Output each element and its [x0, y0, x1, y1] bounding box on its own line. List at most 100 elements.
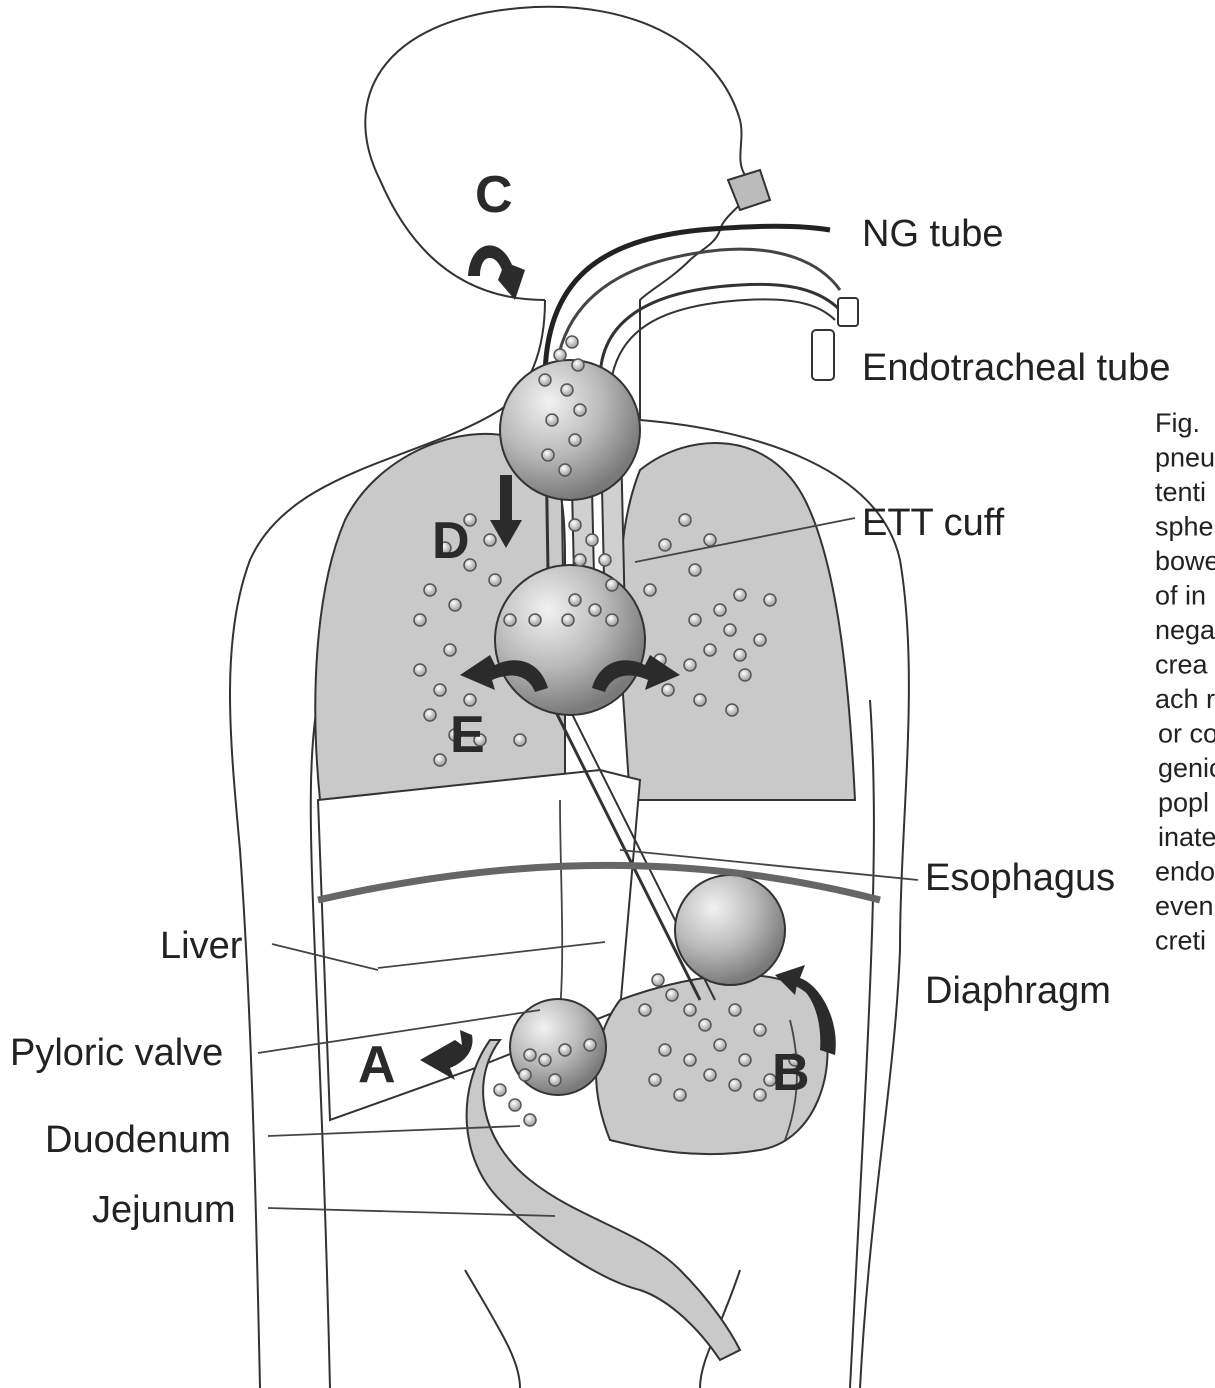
label-ett-cuff: ETT cuff	[862, 502, 1005, 544]
air-bubble	[729, 1079, 741, 1091]
letter-c: C	[475, 166, 513, 224]
air-bubble	[666, 989, 678, 1001]
air-bubble	[586, 534, 598, 546]
air-bubble	[679, 514, 691, 526]
air-bubble	[434, 684, 446, 696]
air-bubble	[739, 1054, 751, 1066]
air-bubble	[724, 624, 736, 636]
caption-line: popl	[1158, 788, 1209, 818]
caption-line: tenti	[1155, 477, 1206, 507]
air-bubble	[606, 614, 618, 626]
letter-a: A	[358, 1036, 396, 1094]
air-bubble	[559, 464, 571, 476]
air-bubble	[539, 374, 551, 386]
caption-line: of in	[1155, 581, 1206, 611]
caption-line: or co	[1158, 719, 1215, 749]
letter-b: B	[772, 1044, 810, 1102]
air-bubble	[659, 539, 671, 551]
figure-caption: Fig.pneutentispheboweof innegacreaach ro…	[1155, 408, 1215, 956]
air-bubble	[734, 589, 746, 601]
air-bubble	[694, 694, 706, 706]
caption-line: creti	[1155, 926, 1206, 956]
label-duodenum: Duodenum	[45, 1119, 231, 1161]
air-bubble	[524, 1049, 536, 1061]
caption-line: pneu	[1155, 443, 1215, 473]
air-bubble	[764, 594, 776, 606]
air-bubble	[566, 336, 578, 348]
caption-line: genic	[1158, 753, 1215, 783]
air-bubble	[514, 734, 526, 746]
air-bubble	[652, 974, 664, 986]
air-bubble	[562, 614, 574, 626]
arrow-c	[468, 245, 525, 300]
air-bubble	[569, 519, 581, 531]
air-bubble	[704, 644, 716, 656]
air-bubble	[444, 644, 456, 656]
air-bubble	[726, 704, 738, 716]
air-bubble	[574, 554, 586, 566]
label-jejunum: Jejunum	[92, 1189, 236, 1231]
letter-d: D	[432, 512, 470, 570]
caption-line: sphe	[1155, 512, 1214, 542]
air-bubble	[714, 604, 726, 616]
air-bubble	[734, 649, 746, 661]
air-bubble	[569, 434, 581, 446]
air-bubble	[699, 1019, 711, 1031]
air-bubble	[729, 1004, 741, 1016]
air-bubble	[546, 414, 558, 426]
air-bubble	[606, 579, 618, 591]
air-bubble	[539, 1054, 551, 1066]
air-bubble	[574, 404, 586, 416]
air-bubble	[489, 574, 501, 586]
air-bubble	[524, 1114, 536, 1126]
air-bubble	[414, 664, 426, 676]
label-diaphragm: Diaphragm	[925, 970, 1111, 1012]
air-bubble	[659, 1044, 671, 1056]
caption-line: Fig.	[1155, 408, 1200, 438]
air-bubble	[589, 604, 601, 616]
caption-line: ach r	[1155, 684, 1215, 714]
air-bubble	[684, 1054, 696, 1066]
air-bubble	[674, 1089, 686, 1101]
air-bubble	[599, 554, 611, 566]
air-bubble	[754, 634, 766, 646]
air-bubble	[434, 754, 446, 766]
air-bubble	[739, 669, 751, 681]
label-liver: Liver	[160, 925, 243, 967]
air-bubble	[584, 1039, 596, 1051]
air-bubble	[464, 694, 476, 706]
air-bubble	[689, 614, 701, 626]
air-bubble	[684, 659, 696, 671]
air-bubble	[414, 614, 426, 626]
air-bubble	[504, 614, 516, 626]
air-bubble	[554, 349, 566, 361]
caption-line: even	[1155, 891, 1214, 921]
label-pyloric-valve: Pyloric valve	[10, 1032, 223, 1074]
caption-line: bowe	[1155, 546, 1215, 576]
air-bubble	[689, 564, 701, 576]
air-bubble	[754, 1089, 766, 1101]
air-bubble	[569, 594, 581, 606]
air-bubble	[639, 1004, 651, 1016]
caption-line: endo	[1155, 857, 1215, 887]
label-ng-tube: NG tube	[862, 213, 1004, 255]
label-endotracheal-tube: Endotracheal tube	[862, 347, 1170, 389]
air-bubble	[449, 599, 461, 611]
air-bubble	[561, 384, 573, 396]
left-lung	[619, 443, 855, 800]
air-bubble	[424, 584, 436, 596]
air-bubble	[704, 1069, 716, 1081]
air-bubble	[424, 709, 436, 721]
air-bubble	[519, 1069, 531, 1081]
air-bubble	[644, 584, 656, 596]
air-bubble	[494, 1084, 506, 1096]
air-bubble	[484, 534, 496, 546]
label-esophagus: Esophagus	[925, 857, 1115, 899]
air-bubble	[649, 1074, 661, 1086]
air-bubble	[704, 534, 716, 546]
caption-line: crea	[1155, 650, 1209, 680]
air-bubble	[542, 449, 554, 461]
air-bubble	[572, 359, 584, 371]
air-bubble	[559, 1044, 571, 1056]
